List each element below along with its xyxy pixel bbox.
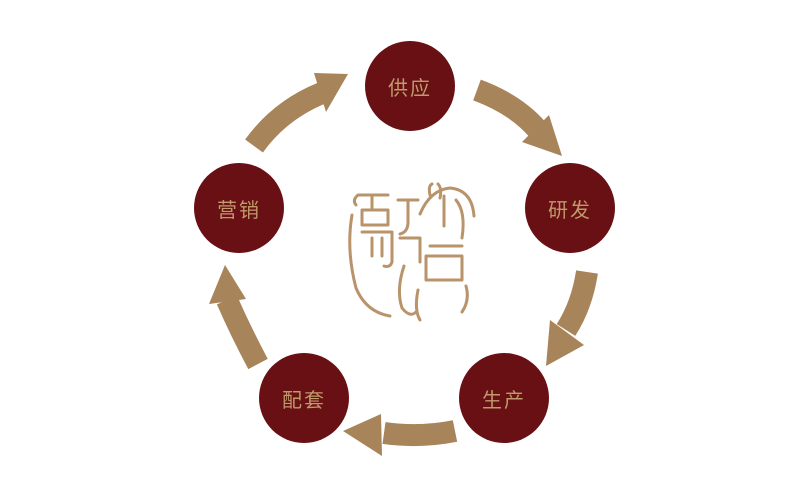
center-logo <box>348 182 476 322</box>
arrow-rd-to-prod <box>546 270 598 366</box>
node-supply[interactable]: 供应 <box>365 41 455 131</box>
node-assembly-label: 配套 <box>282 387 326 412</box>
node-assembly[interactable]: 配套 <box>259 353 349 443</box>
arrow-assembly-to-market <box>209 265 268 370</box>
node-marketing-label: 营销 <box>217 197 261 222</box>
node-marketing[interactable]: 营销 <box>194 163 284 253</box>
node-production-label: 生产 <box>482 387 526 412</box>
node-production[interactable]: 生产 <box>459 353 549 443</box>
arrow-supply-to-rd <box>473 79 562 156</box>
node-rd[interactable]: 研发 <box>525 163 615 253</box>
arrow-market-to-supply <box>245 73 348 153</box>
arrow-prod-to-assembly <box>343 414 458 456</box>
node-supply-label: 供应 <box>388 75 432 100</box>
node-rd-label: 研发 <box>548 197 592 222</box>
